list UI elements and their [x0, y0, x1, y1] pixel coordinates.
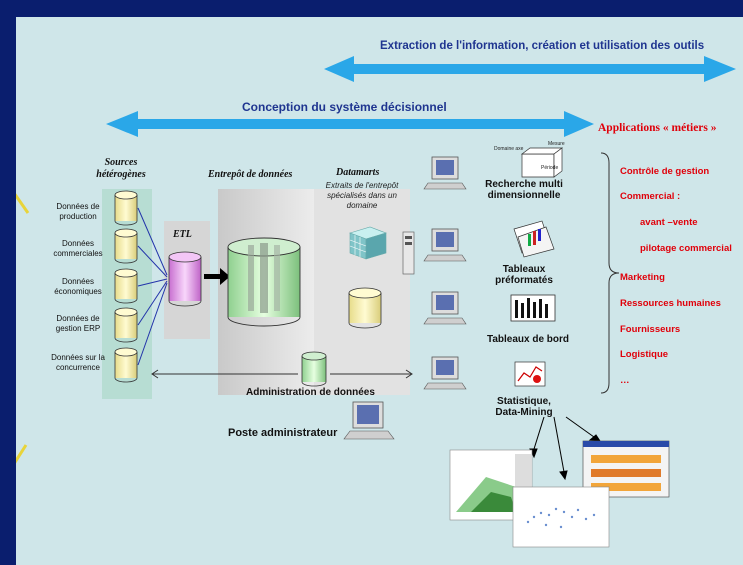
pc-icon-4: [423, 356, 467, 390]
app-item-logistique: Logistique: [620, 349, 669, 360]
source-label-commercial: Données commerciales: [53, 239, 103, 258]
warehouse-cylinder: [227, 237, 301, 327]
app-item-controle: Contrôle de gestion: [620, 166, 710, 177]
preformatted-tables-icon: [513, 220, 555, 258]
chart-screenshots: [449, 440, 670, 548]
statistics-output-arrows: [529, 416, 602, 481]
diagram-panel: Extraction de l'information, création et…: [16, 17, 743, 565]
app-item-fournisseurs: Fournisseurs: [620, 324, 681, 335]
datamart-cube: [349, 226, 387, 260]
etl-cylinder: [168, 251, 202, 307]
app-item-pilotage: pilotage commercial: [640, 243, 732, 254]
pc-icon-1: [423, 156, 467, 190]
source-label-competition: Données sur la concurrence: [51, 353, 105, 372]
left-edge-bar-bottom: [16, 444, 28, 464]
admin-double-arrow-line: [151, 369, 413, 379]
source-cylinders: [114, 190, 138, 383]
top-double-arrow: [324, 56, 736, 82]
top-arrow-label: Extraction de l'information, création et…: [380, 40, 705, 52]
app-item-rh: Ressources humaines: [620, 298, 721, 309]
left-edge-bar-top: [16, 193, 30, 214]
etl-label: ETL: [173, 229, 192, 240]
warehouse-title: Entrepôt de données: [208, 169, 293, 180]
tool-label-preformatted: Tableaux préformatés: [495, 264, 553, 286]
server-icon: [402, 231, 415, 275]
app-item-commercial: Commercial :: [620, 191, 681, 202]
datamarts-description: Extraits de l'entrepôt spécialisés dans …: [325, 181, 399, 210]
middle-double-arrow: [106, 111, 594, 137]
applications-title: Applications « métiers »: [598, 122, 717, 134]
tool-label-statistics: Statistique, Data-Mining: [495, 396, 553, 418]
app-item-marketing: Marketing: [620, 272, 665, 283]
pc-icon-3: [423, 291, 467, 325]
source-label-economic: Données économiques: [54, 277, 102, 296]
admin-cylinder: [301, 351, 327, 387]
admin-station-label: Poste administrateur: [228, 427, 338, 439]
source-to-etl-lines: [137, 207, 168, 366]
applications-brace: [600, 152, 620, 394]
cube-label-front: Période: [541, 165, 559, 171]
source-label-production: Données de production: [56, 202, 100, 221]
pc-icon-2: [423, 228, 467, 262]
middle-arrow-label: Conception du système décisionnel: [242, 100, 447, 114]
datamart-cylinder: [348, 287, 382, 329]
dashboard-icon: [510, 294, 556, 322]
cube-label-top: Mesure: [548, 141, 565, 147]
admin-data-label: Administration de données: [246, 387, 375, 398]
cube-label-left: Domaine axe: [494, 146, 524, 152]
tool-label-multidim: Recherche multi dimensionnelle: [485, 179, 563, 201]
multidim-cube-icon: [520, 147, 564, 178]
sources-title: Sources hétérogènes: [96, 157, 146, 180]
admin-pc-icon: [343, 401, 395, 440]
datamarts-title: Datamarts: [336, 167, 380, 178]
statistics-icon: [514, 361, 546, 387]
app-item-ellipsis: …: [620, 375, 630, 386]
source-label-erp: Données de gestion ERP: [55, 314, 101, 333]
etl-to-warehouse-arrow: [204, 268, 230, 285]
diagram-canvas: [16, 56, 736, 548]
app-item-avant-vente: avant –vente: [640, 217, 698, 228]
tool-label-dashboard: Tableaux de bord: [486, 334, 570, 345]
